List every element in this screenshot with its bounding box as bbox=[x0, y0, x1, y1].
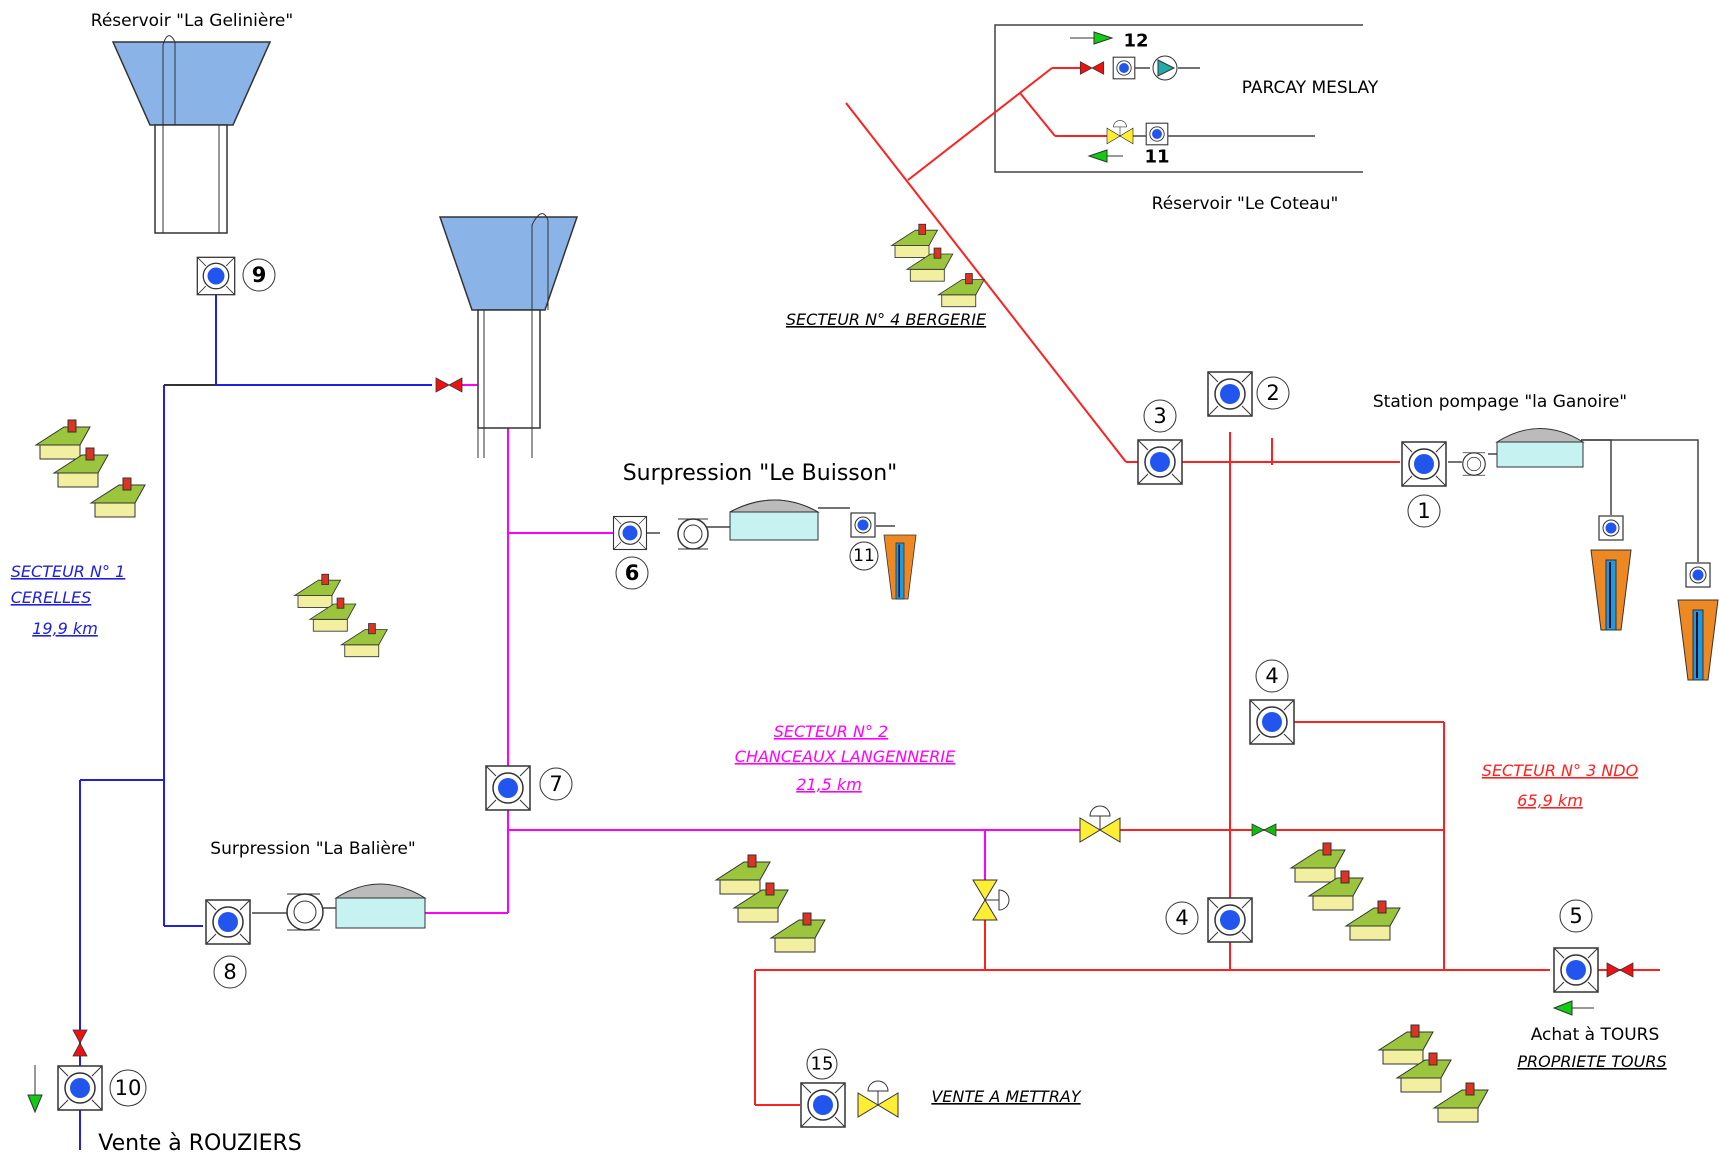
label-secteur1-line2: CERELLES bbox=[11, 588, 92, 607]
pipes-misc bbox=[252, 67, 1699, 914]
labels: Réservoir "La Gelinière" PARCAY MESLAY R… bbox=[11, 11, 1667, 1156]
label-secteur2-line3: 21,5 km bbox=[796, 775, 862, 794]
reservoir-tower bbox=[438, 213, 579, 458]
marker-1: 1 bbox=[1417, 499, 1430, 523]
marker-6: 6 bbox=[625, 561, 640, 585]
label-surp-buisson: Surpression "Le Buisson" bbox=[623, 461, 898, 486]
label-vente-mettray: VENTE A METTRAY bbox=[931, 1087, 1082, 1106]
label-achat-tours: Achat à TOURS bbox=[1531, 1025, 1660, 1045]
surpression-baliere bbox=[286, 883, 427, 931]
reservoir-gelinere bbox=[111, 35, 272, 234]
marker-2: 2 bbox=[1266, 381, 1279, 405]
label-parcay: PARCAY MESLAY bbox=[1242, 78, 1379, 98]
label-surp-baliere: Surpression "La Balière" bbox=[210, 839, 415, 859]
label-secteur4: SECTEUR N° 4 BERGERIE bbox=[786, 310, 987, 329]
label-secteur2-line2: CHANCEAUX LANGENNERIE bbox=[735, 747, 956, 766]
label-propriete-tours: PROPRIETE TOURS bbox=[1517, 1052, 1666, 1071]
label-secteur1-line1: SECTEUR N° 1 bbox=[11, 562, 125, 581]
parcay-frame bbox=[994, 24, 1363, 173]
label-secteur2-line1: SECTEUR N° 2 bbox=[774, 722, 888, 741]
marker-7: 7 bbox=[549, 772, 562, 796]
station-ganoire bbox=[1462, 428, 1719, 681]
marker-11a: 11 bbox=[853, 546, 875, 566]
label-secteur3-line1: SECTEUR N° 3 NDO bbox=[1482, 761, 1638, 780]
surpression-buisson bbox=[677, 499, 917, 600]
label-secteur1-line3: 19,9 km bbox=[32, 619, 98, 638]
marker-4a: 4 bbox=[1265, 664, 1278, 688]
markers: 9 3 2 1 4 4 5 6 7 8 10 11 15 12 11 bbox=[109, 31, 1593, 1107]
parcay-equipment bbox=[1070, 31, 1178, 163]
label-res-coteau: Réservoir "Le Coteau" bbox=[1152, 194, 1339, 214]
pipes-sector3-4 bbox=[754, 67, 1660, 1106]
label-secteur3-line2: 65,9 km bbox=[1517, 791, 1583, 810]
meters bbox=[57, 256, 1599, 1128]
marker-15: 15 bbox=[811, 1054, 834, 1075]
pipes-sector1 bbox=[79, 293, 432, 1150]
label-station-ganoire: Station pompage "la Ganoire" bbox=[1373, 392, 1627, 412]
marker-12: 12 bbox=[1123, 31, 1148, 52]
marker-10: 10 bbox=[115, 1076, 142, 1100]
label-vente-rouziers: Vente à ROUZIERS bbox=[98, 1131, 301, 1156]
marker-11b: 11 bbox=[1144, 147, 1169, 168]
marker-9: 9 bbox=[252, 263, 267, 287]
marker-3: 3 bbox=[1153, 404, 1166, 428]
flow-arrows bbox=[27, 1000, 1594, 1114]
label-res-gelinere: Réservoir "La Gelinière" bbox=[91, 11, 293, 31]
marker-8: 8 bbox=[223, 960, 236, 984]
marker-5: 5 bbox=[1569, 904, 1582, 928]
marker-4b: 4 bbox=[1175, 906, 1188, 930]
